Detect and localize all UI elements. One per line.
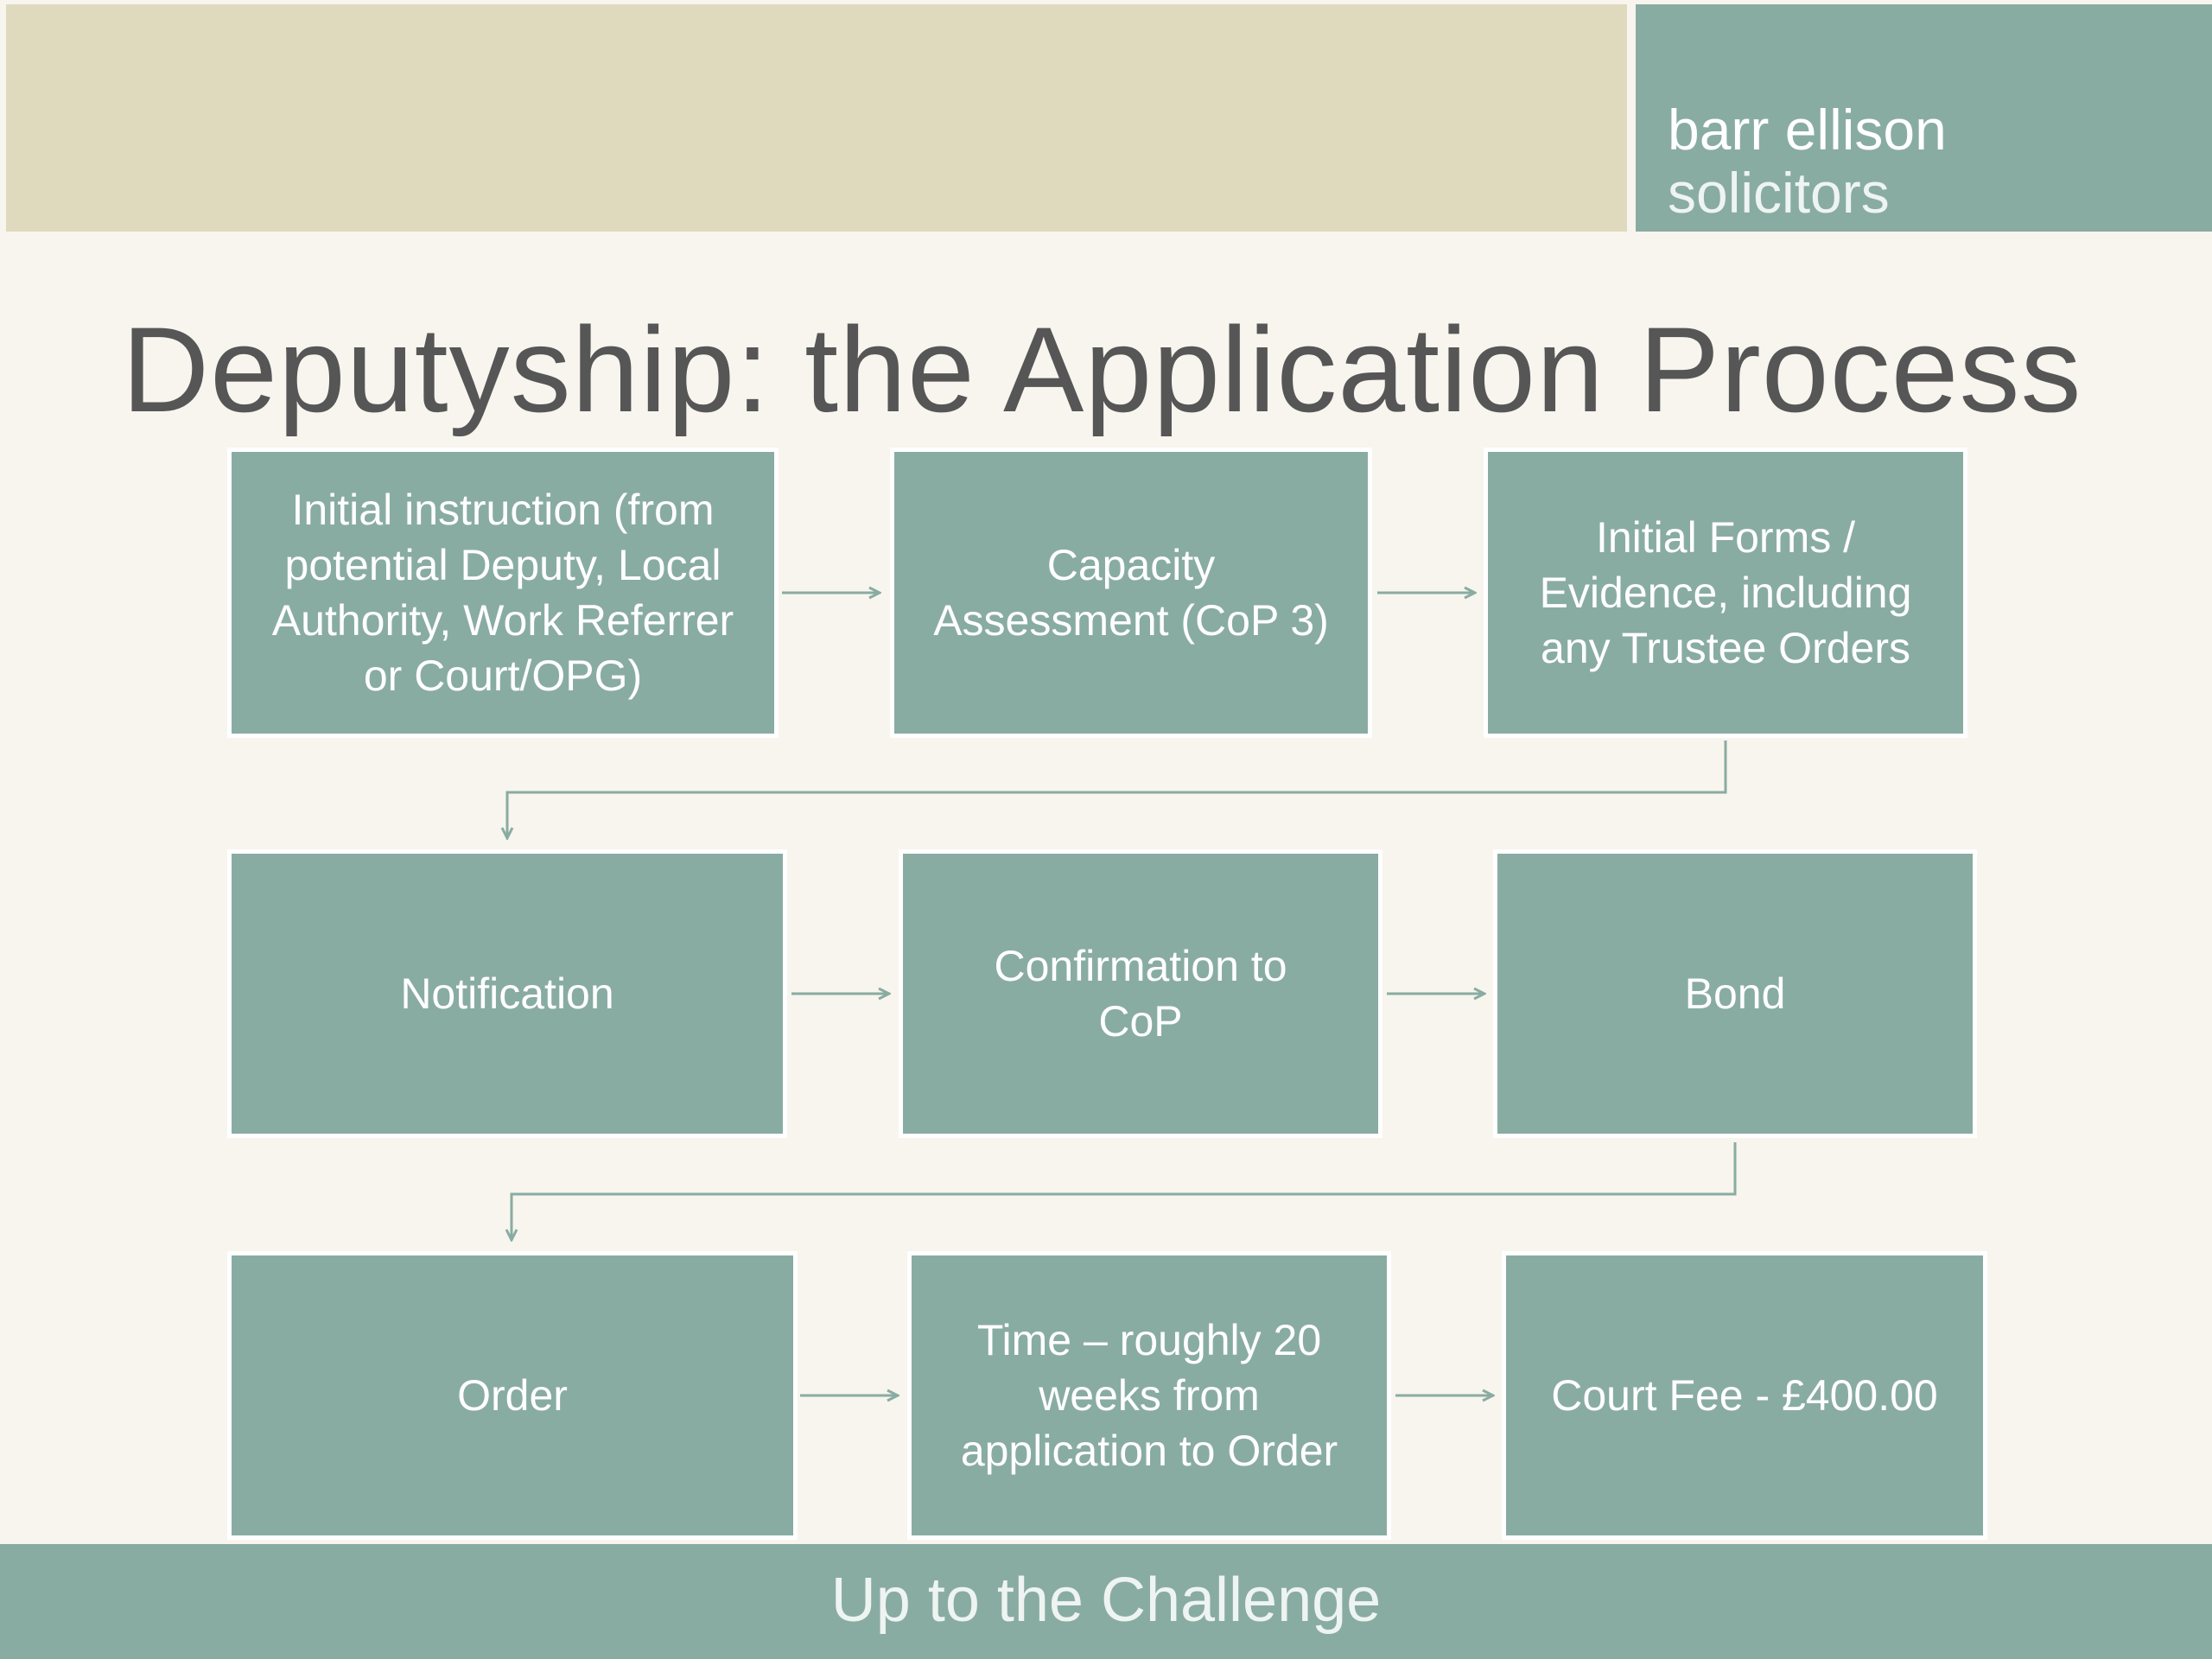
step-label: Capacity Assessment (CoP 3) [933,541,1329,645]
step-capacity-assessment: Capacity Assessment (CoP 3) [890,448,1372,738]
logo-subtitle: solicitors [1668,161,1890,225]
step-initial-instruction: Initial instruction (from potential Depu… [227,448,779,738]
step-court-fee: Court Fee - £400.00 [1502,1251,1987,1540]
step-label: Notification [400,969,614,1018]
step-time: Time – roughly 20 weeks from application… [907,1251,1391,1540]
step-label: Order [457,1371,568,1420]
logo: barr ellison solicitors [1636,4,2212,232]
step-label: Court Fee - £400.00 [1551,1371,1938,1420]
step-notification: Notification [227,849,787,1138]
connector-6-7 [512,1142,1737,1240]
step-label: Time – roughly 20 weeks from application… [960,1316,1338,1475]
step-bond: Bond [1493,849,1977,1138]
step-label: Initial Forms / Evidence, including any … [1539,513,1912,672]
step-confirmation: Confirmation to CoP [899,849,1382,1138]
step-label: Initial instruction (from potential Depu… [271,486,734,700]
slide-title: Deputyship: the Application Process [122,302,2082,437]
step-order: Order [227,1251,798,1540]
step-label: Bond [1684,969,1786,1018]
footer-band: Up to the Challenge [0,1544,2212,1659]
step-initial-forms: Initial Forms / Evidence, including any … [1484,448,1967,738]
header-band [6,4,1627,232]
connector-3-4 [507,741,1727,838]
footer-tagline: Up to the Challenge [830,1566,1382,1635]
step-label: Confirmation to CoP [994,942,1287,1046]
logo-name: barr ellison [1668,98,1947,162]
